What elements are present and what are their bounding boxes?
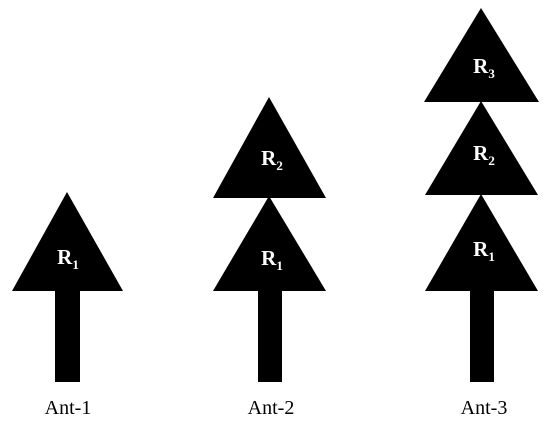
antenna-1-radiator-1 bbox=[12, 192, 123, 291]
antenna-2: R1 R2 Ant-2 bbox=[213, 97, 326, 419]
antenna-2-stem bbox=[258, 289, 282, 382]
antenna-2-radiator-1 bbox=[213, 196, 326, 291]
antenna-1: R1 Ant-1 bbox=[12, 192, 123, 419]
antenna-3-radiator-1-label: R1 bbox=[473, 237, 495, 264]
antenna-3-caption: Ant-3 bbox=[461, 397, 508, 419]
antenna-3-stem bbox=[470, 289, 494, 382]
antenna-3-radiator-3-label: R3 bbox=[473, 54, 495, 81]
antenna-2-radiator-1-label: R1 bbox=[261, 246, 283, 273]
antenna-2-radiator-2 bbox=[213, 97, 326, 198]
antenna-3: R1 R2 R3 Ant-3 bbox=[424, 8, 539, 419]
antenna-3-radiator-1 bbox=[425, 194, 538, 291]
antenna-1-caption: Ant-1 bbox=[45, 397, 92, 419]
antenna-1-stem bbox=[55, 290, 80, 382]
antenna-2-caption: Ant-2 bbox=[248, 397, 295, 419]
antenna-3-radiator-3 bbox=[424, 8, 539, 102]
antenna-3-radiator-2-label: R2 bbox=[473, 141, 495, 168]
antenna-3-radiator-2 bbox=[425, 101, 538, 195]
antenna-2-radiator-2-label: R2 bbox=[261, 146, 283, 173]
antenna-1-radiator-1-label: R1 bbox=[57, 245, 79, 272]
